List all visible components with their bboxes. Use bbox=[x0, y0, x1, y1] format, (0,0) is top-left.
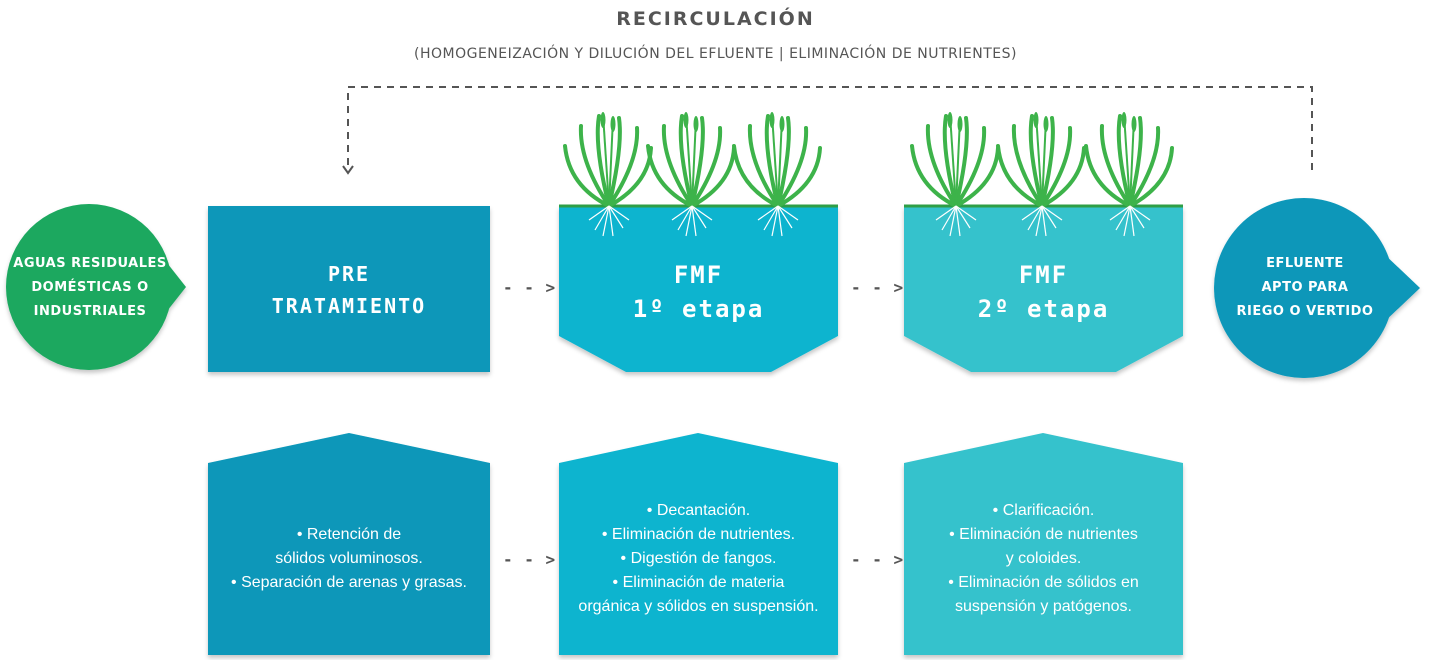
reed-plant-icon bbox=[732, 112, 822, 237]
recirculation-title: RECIRCULACIÓN bbox=[616, 8, 815, 30]
description-line: • Separación de arenas y grasas. bbox=[231, 574, 467, 591]
input-bubble-line: INDUSTRIALES bbox=[33, 304, 147, 319]
fmf-2-description: • Clarificación. • Eliminación de nutrie… bbox=[904, 474, 1183, 644]
pretratamiento-box bbox=[208, 206, 490, 372]
input-bubble-line: DOMÉSTICAS O bbox=[31, 280, 149, 295]
stage-label-line: FMF bbox=[1018, 261, 1069, 289]
fmf-1-description: • Decantación. • Eliminación de nutrient… bbox=[559, 474, 838, 644]
reed-plant-icon bbox=[910, 112, 1000, 237]
output-bubble-shape bbox=[1214, 198, 1420, 378]
fmf-2-label: FMF 2º etapa bbox=[904, 252, 1183, 332]
description-line: • Eliminación de nutrientes. bbox=[601, 526, 796, 543]
dashed-arrow-icon: - - > bbox=[851, 278, 905, 297]
fmf-2-desc-box bbox=[904, 433, 1183, 655]
stage-label-line: 2º etapa bbox=[977, 295, 1110, 323]
reed-plant-icon bbox=[1084, 112, 1174, 237]
stage-label-line: PRE bbox=[327, 262, 371, 286]
recirculation-loop-arrow-icon bbox=[347, 86, 1313, 170]
output-bubble-line: APTO PARA bbox=[1261, 280, 1349, 295]
fmf-2-tank bbox=[904, 206, 1183, 372]
fmf-1-tank bbox=[559, 206, 838, 372]
fmf-1-desc-box bbox=[559, 433, 838, 655]
fmf-1-label: FMF 1º etapa bbox=[559, 252, 838, 332]
stage-label-line: FMF bbox=[673, 261, 724, 289]
description-line: • Eliminación de nutrientes bbox=[949, 526, 1138, 543]
reed-plant-icon bbox=[996, 112, 1086, 237]
output-bubble: EFLUENTE APTO PARA RIEGO O VERTIDO bbox=[1226, 240, 1384, 336]
description-line: suspensión y patógenos. bbox=[954, 598, 1132, 615]
reed-plant-icon bbox=[646, 112, 736, 237]
dashed-arrow-icon: - - > bbox=[851, 550, 905, 569]
recirculation-subtitle: (HOMOGENEIZACIÓN Y DILUCIÓN DEL EFLUENTE… bbox=[414, 46, 1017, 62]
pretratamiento-description: • Retención de sólidos voluminosos. • Se… bbox=[208, 474, 490, 644]
stage-label-line: 1º etapa bbox=[632, 295, 765, 323]
pretratamiento-label: PRE TRATAMIENTO bbox=[208, 250, 490, 330]
description-line: • Decantación. bbox=[646, 502, 751, 519]
description-line: y coloides. bbox=[1005, 550, 1082, 567]
description-line: • Digestión de fangos. bbox=[620, 550, 777, 567]
stage-label-line: TRATAMIENTO bbox=[271, 294, 427, 318]
dashed-arrow-icon: - - > bbox=[503, 278, 557, 297]
output-bubble-line: EFLUENTE bbox=[1266, 256, 1344, 271]
input-bubble-shape bbox=[6, 204, 186, 370]
recirculation-arrowhead bbox=[342, 165, 354, 175]
description-line: sólidos voluminosos. bbox=[275, 550, 423, 567]
description-line: • Eliminación de materia bbox=[612, 574, 785, 591]
description-line: • Eliminación de sólidos en bbox=[948, 574, 1139, 591]
input-bubble-line: AGUAS RESIDUALES bbox=[13, 256, 167, 271]
description-line: orgánica y sólidos en suspensión. bbox=[578, 598, 819, 615]
description-line: • Retención de bbox=[296, 526, 402, 543]
pretratamiento-desc-box bbox=[208, 433, 490, 655]
description-line: • Clarificación. bbox=[992, 502, 1095, 519]
dashed-arrow-icon: - - > bbox=[503, 550, 557, 569]
output-bubble-line: RIEGO O VERTIDO bbox=[1236, 304, 1374, 319]
input-bubble: AGUAS RESIDUALES DOMÉSTICAS O INDUSTRIAL… bbox=[10, 240, 170, 336]
